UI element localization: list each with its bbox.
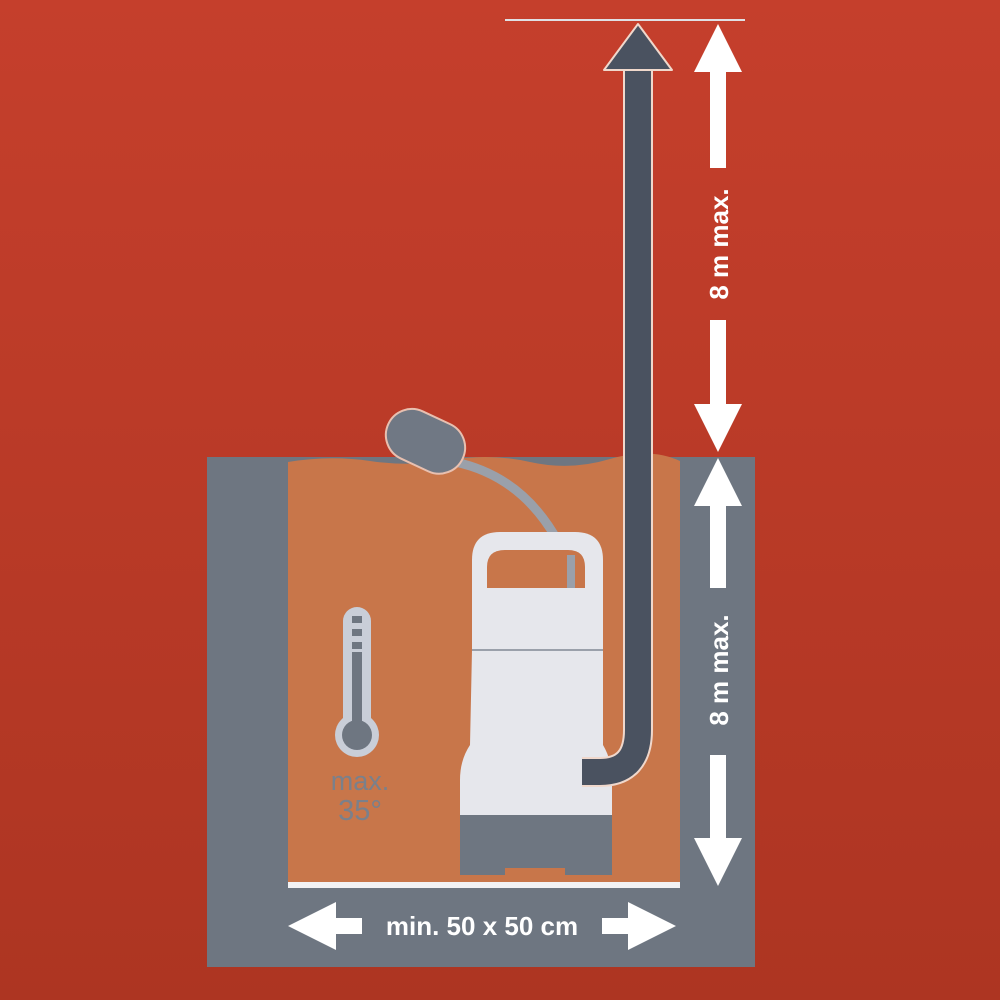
temperature-label-line2: 35° [338, 795, 382, 827]
thermometer-icon [335, 607, 379, 757]
immersion-depth-arrow [694, 458, 742, 886]
shaft-size-label: min. 50 x 50 cm [386, 911, 578, 941]
immersion-depth-label: 8 m max. [704, 614, 734, 725]
height-reference-line [505, 19, 745, 21]
discharge-height-arrow [694, 24, 742, 452]
temperature-label-line1: max. [331, 766, 390, 796]
pump-icon [460, 532, 612, 878]
shaft-floor [288, 882, 680, 888]
discharge-height-label: 8 m max. [704, 188, 734, 299]
shaft-width-arrow [288, 902, 676, 950]
hose-arrow-icon [582, 23, 673, 787]
